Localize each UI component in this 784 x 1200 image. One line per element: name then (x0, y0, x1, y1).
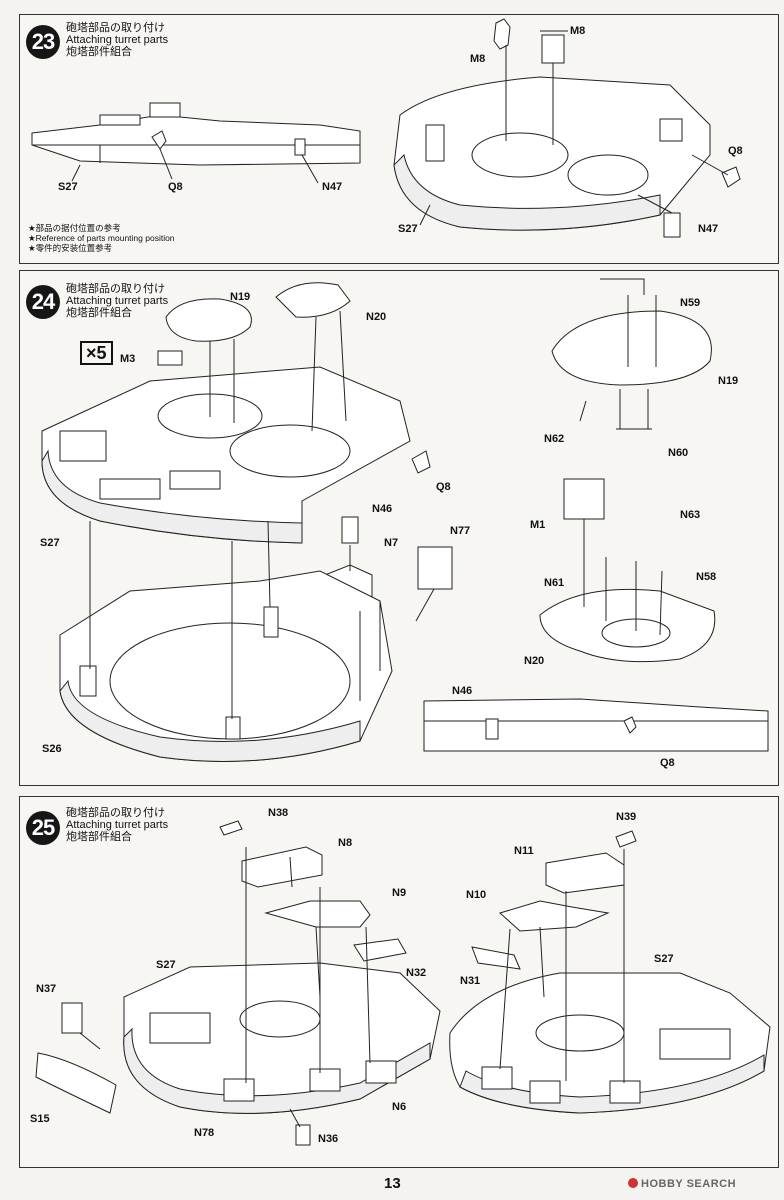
watermark-text: HOBBY SEARCH (641, 1178, 737, 1190)
label-q8-left: Q8 (168, 181, 183, 193)
label-s27-right: S27 (398, 223, 418, 235)
step-24-title: 砲塔部品の取り付け Attaching turret parts 炮塔部件組合 (66, 283, 168, 319)
label-s27-right: S27 (654, 953, 674, 965)
label-m3: M3 (120, 353, 136, 365)
label-n63: N63 (680, 509, 701, 521)
label-n46-right: N46 (452, 685, 473, 697)
label-n78: N78 (194, 1127, 215, 1139)
label-q8-right: Q8 (660, 757, 675, 769)
label-n32: N32 (406, 967, 427, 979)
watermark: HOBBY SEARCH (628, 1178, 736, 1190)
label-s26: S26 (42, 743, 62, 755)
label-n46: N46 (372, 503, 393, 515)
step-25-number: 25 (26, 811, 60, 845)
label-n10: N10 (466, 889, 487, 901)
note-en: ★Reference of parts mounting position (28, 233, 175, 243)
step-23-title: 砲塔部品の取り付け Attaching turret parts 炮塔部件組合 (66, 22, 168, 58)
note-zh: ★零件的安装位置参考 (28, 243, 113, 253)
label-s27-left: S27 (58, 181, 78, 193)
label-n58: N58 (696, 571, 717, 583)
label-n19-right: N19 (718, 375, 739, 387)
step-23-illustration (31, 18, 741, 238)
label-n6: N6 (392, 1101, 407, 1113)
step-23-title-ja: 砲塔部品の取り付け (66, 22, 165, 34)
label-n31: N31 (460, 975, 481, 987)
label-q8-right: Q8 (728, 145, 743, 157)
label-n59: N59 (680, 297, 701, 309)
label-n77: N77 (450, 525, 471, 537)
label-n47-left: N47 (322, 181, 343, 193)
quantity-multiplier: ×5 (80, 341, 113, 365)
label-n36: N36 (318, 1133, 339, 1145)
step-23-title-en: Attaching turret parts (66, 34, 169, 46)
label-n38: N38 (268, 807, 289, 819)
label-n7: N7 (384, 537, 399, 549)
step-25-panel: 25 砲塔部品の取り付け Attaching turret parts 炮塔部件… (19, 796, 779, 1168)
label-n62: N62 (544, 433, 565, 445)
step-25-title-ja: 砲塔部品の取り付け (66, 807, 165, 819)
step-24-panel: 24 砲塔部品の取り付け Attaching turret parts 炮塔部件… (19, 270, 779, 786)
note-ja: ★部品の据付位置の参考 (28, 223, 121, 233)
step-23-panel: 23 砲塔部品の取り付け Attaching turret parts 炮塔部件… (19, 14, 779, 264)
label-m8-b: M8 (570, 25, 586, 37)
step-25-title: 砲塔部品の取り付け Attaching turret parts 炮塔部件組合 (66, 807, 168, 843)
label-n9: N9 (392, 887, 407, 899)
step-24-illustration (41, 278, 769, 762)
step-23-number: 23 (26, 25, 60, 59)
label-n60: N60 (668, 447, 689, 459)
label-s27: S27 (156, 959, 176, 971)
step-24-title-ja: 砲塔部品の取り付け (66, 283, 165, 295)
label-n20-right: N20 (524, 655, 545, 667)
label-m1: M1 (530, 519, 546, 531)
mounting-notes: ★部品の据付位置の参考 ★Reference of parts mounting… (28, 223, 175, 253)
label-n37: N37 (36, 983, 57, 995)
step-25-title-en: Attaching turret parts (66, 819, 169, 831)
step-25-illustration (35, 820, 771, 1146)
watermark-logo-icon (628, 1178, 638, 1188)
label-n39: N39 (616, 811, 637, 823)
label-n11: N11 (514, 845, 534, 857)
label-m8-a: M8 (470, 53, 486, 65)
page-number: 13 (384, 1175, 401, 1192)
label-n8: N8 (338, 837, 353, 849)
label-n61: N61 (544, 577, 565, 589)
label-q8: Q8 (436, 481, 451, 493)
label-n19: N19 (230, 291, 251, 303)
step-25-title-zh: 炮塔部件組合 (66, 831, 132, 843)
step-24-title-en: Attaching turret parts (66, 295, 169, 307)
label-s27: S27 (40, 537, 60, 549)
label-n20: N20 (366, 311, 387, 323)
label-n47-right: N47 (698, 223, 719, 235)
step-24-number: 24 (26, 285, 60, 319)
step-24-title-zh: 炮塔部件組合 (66, 307, 132, 319)
step-23-title-zh: 炮塔部件組合 (66, 46, 132, 58)
label-s15: S15 (30, 1113, 50, 1125)
